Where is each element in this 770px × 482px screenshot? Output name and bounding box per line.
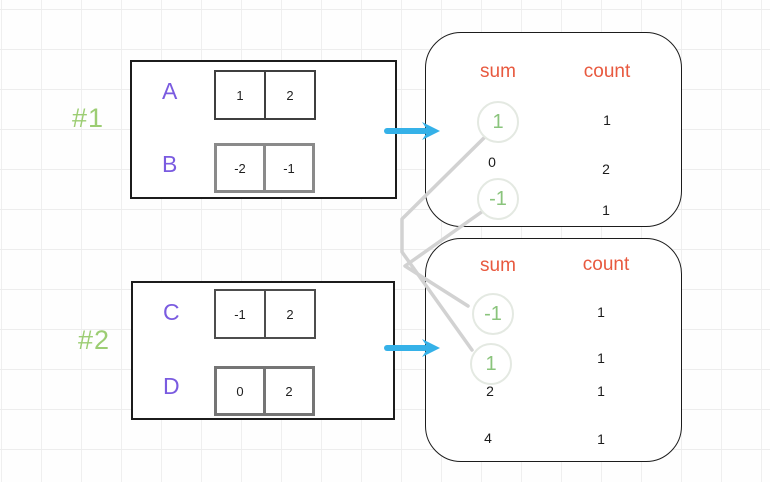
array-c-label: C [163, 299, 180, 325]
array-d-cell-0: 0 [214, 366, 266, 416]
result-table-2: sum count -1 1 1 1 2 1 4 1 [425, 238, 682, 462]
sum-value: 2 [486, 383, 494, 399]
array-a-cell-1: 2 [264, 70, 316, 120]
array-d-cells: 0 2 [214, 366, 315, 416]
array-a-cell-0: 1 [214, 70, 266, 120]
count-header-2: count [582, 254, 630, 275]
array-d-cell-1: 2 [263, 366, 315, 416]
sum-circle: 1 [470, 343, 512, 385]
count-value: 1 [597, 383, 605, 399]
count-value: 1 [602, 202, 610, 218]
group-2-label: #2 [78, 325, 111, 355]
array-b-cell-1: -1 [263, 143, 315, 193]
count-value: 1 [597, 304, 605, 320]
array-c-cell-1: 2 [264, 289, 316, 339]
sum-value: 4 [484, 430, 492, 446]
sum-circle: -1 [472, 293, 514, 335]
count-value: 1 [597, 431, 605, 447]
array-c-cell-0: -1 [214, 289, 266, 339]
array-b-cells: -2 -1 [214, 143, 315, 193]
array-b-cell-0: -2 [214, 143, 266, 193]
count-value: 1 [597, 350, 605, 366]
sum-header-2: sum [480, 255, 516, 276]
sum-circle: 1 [477, 101, 519, 143]
sum-value: 0 [488, 154, 496, 170]
sum-header-1: sum [480, 61, 516, 82]
array-b-label: B [162, 151, 178, 177]
array-a-label: A [162, 78, 178, 104]
count-header-1: count [583, 61, 631, 82]
group-1-label: #1 [72, 103, 105, 133]
group-1-box: A 1 2 B -2 -1 [130, 60, 397, 199]
array-a-cells: 1 2 [214, 70, 316, 120]
array-c-cells: -1 2 [214, 289, 316, 339]
array-d-label: D [163, 373, 180, 399]
sum-circle: -1 [477, 178, 519, 220]
group-2-box: C -1 2 D 0 2 [131, 281, 395, 420]
count-value: 2 [602, 161, 610, 177]
result-table-1: sum count 1 1 0 2 -1 1 [425, 32, 682, 227]
count-value: 1 [603, 112, 611, 128]
